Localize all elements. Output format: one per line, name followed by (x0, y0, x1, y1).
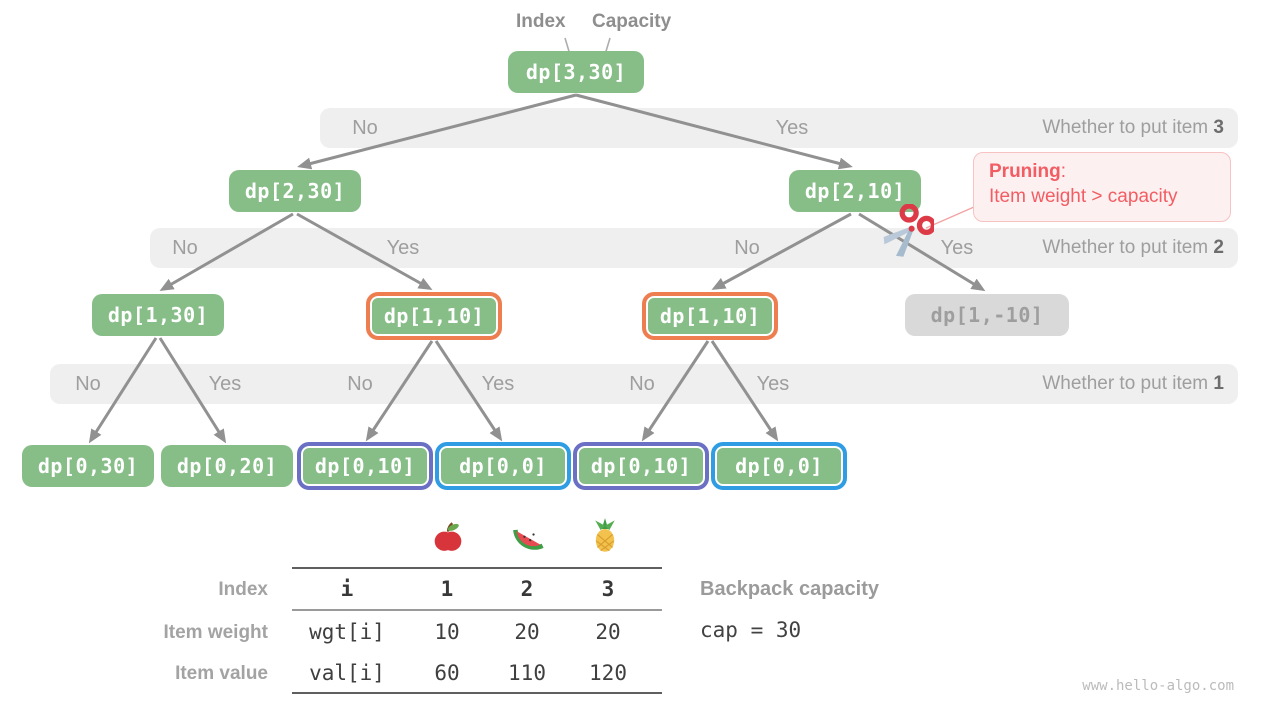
capacity-pointer-label: Capacity (592, 11, 672, 32)
table-cell-wgt-3: 20 (595, 620, 621, 644)
table-cell-val-key: val[i] (309, 661, 385, 685)
band-item-3: No Yes Whether to put item 3 (320, 108, 1238, 148)
band1-no-label-1: No (75, 373, 101, 395)
band1-yes-label-2: Yes (481, 373, 515, 395)
pruning-detail: Item weight > capacity (989, 186, 1178, 207)
table-cell-index-3: 3 (601, 577, 615, 601)
table-row-label-value: Item value (175, 663, 268, 684)
node-dp-0-20: dp[0,20] (161, 445, 293, 487)
node-dp-1-neg10-pruned: dp[1,-10] (905, 294, 1069, 336)
band1-yes-label-1: Yes (208, 373, 242, 395)
band3-yes-label: Yes (775, 117, 809, 139)
table-bottom-rule (292, 692, 662, 694)
node-dp-0-30: dp[0,30] (22, 445, 154, 487)
node-dp-2-10: dp[2,10] (789, 170, 921, 212)
band1-question: Whether to put item 1 (1042, 373, 1224, 394)
band1-no-label-3: No (629, 373, 655, 395)
table-cell-val-2: 110 (508, 661, 546, 685)
node-dp-0-10-left: dp[0,10] (297, 442, 433, 490)
pruning-callout: Pruning: Item weight > capacity (973, 152, 1231, 222)
pruning-connector-line (925, 206, 975, 229)
table-row-label-index: Index (218, 579, 268, 600)
table-cell-i: i (340, 577, 354, 601)
watermelon-icon (513, 529, 544, 550)
index-pointer-label: Index (516, 11, 566, 32)
node-dp-0-0-left: dp[0,0] (435, 442, 571, 490)
band2-yes-label-2: Yes (940, 237, 974, 259)
node-dp-3-30: dp[3,30] (508, 51, 644, 93)
pruning-title: Pruning: (989, 161, 1067, 182)
backpack-capacity-value: cap = 30 (700, 618, 802, 642)
table-cell-wgt-1: 10 (434, 620, 460, 644)
band2-no-label-2: No (734, 237, 760, 259)
table-cell-index-1: 1 (440, 577, 454, 601)
pineapple-icon (595, 518, 615, 552)
band2-no-label-1: No (172, 237, 198, 259)
band1-yes-label-3: Yes (756, 373, 790, 395)
scissors-icon (883, 204, 934, 257)
band3-no-label: No (352, 117, 378, 139)
band3-question: Whether to put item 3 (1042, 117, 1224, 138)
table-cell-wgt-key: wgt[i] (309, 620, 385, 644)
table-mid-rule (292, 609, 662, 611)
backpack-capacity-label: Backpack capacity (700, 578, 880, 600)
band2-question: Whether to put item 2 (1042, 237, 1224, 258)
table-cell-wgt-2: 20 (514, 620, 540, 644)
table-row-label-weight: Item weight (163, 622, 268, 643)
node-dp-1-30: dp[1,30] (92, 294, 224, 336)
watermark: www.hello-algo.com (1082, 678, 1234, 694)
node-dp-2-30: dp[2,30] (229, 170, 361, 212)
apple-icon (434, 522, 462, 551)
table-cell-index-2: 2 (520, 577, 534, 601)
band2-yes-label-1: Yes (386, 237, 420, 259)
table-top-rule (292, 567, 662, 569)
table-cell-val-1: 60 (434, 661, 460, 685)
node-dp-1-10-right: dp[1,10] (642, 292, 778, 340)
node-dp-1-10-left: dp[1,10] (366, 292, 502, 340)
band-item-1: No Yes No Yes No Yes Whether to put item… (50, 364, 1238, 404)
node-dp-0-0-right: dp[0,0] (711, 442, 847, 490)
table-cell-val-3: 120 (589, 661, 627, 685)
node-dp-0-10-right: dp[0,10] (573, 442, 709, 490)
band1-no-label-2: No (347, 373, 373, 395)
